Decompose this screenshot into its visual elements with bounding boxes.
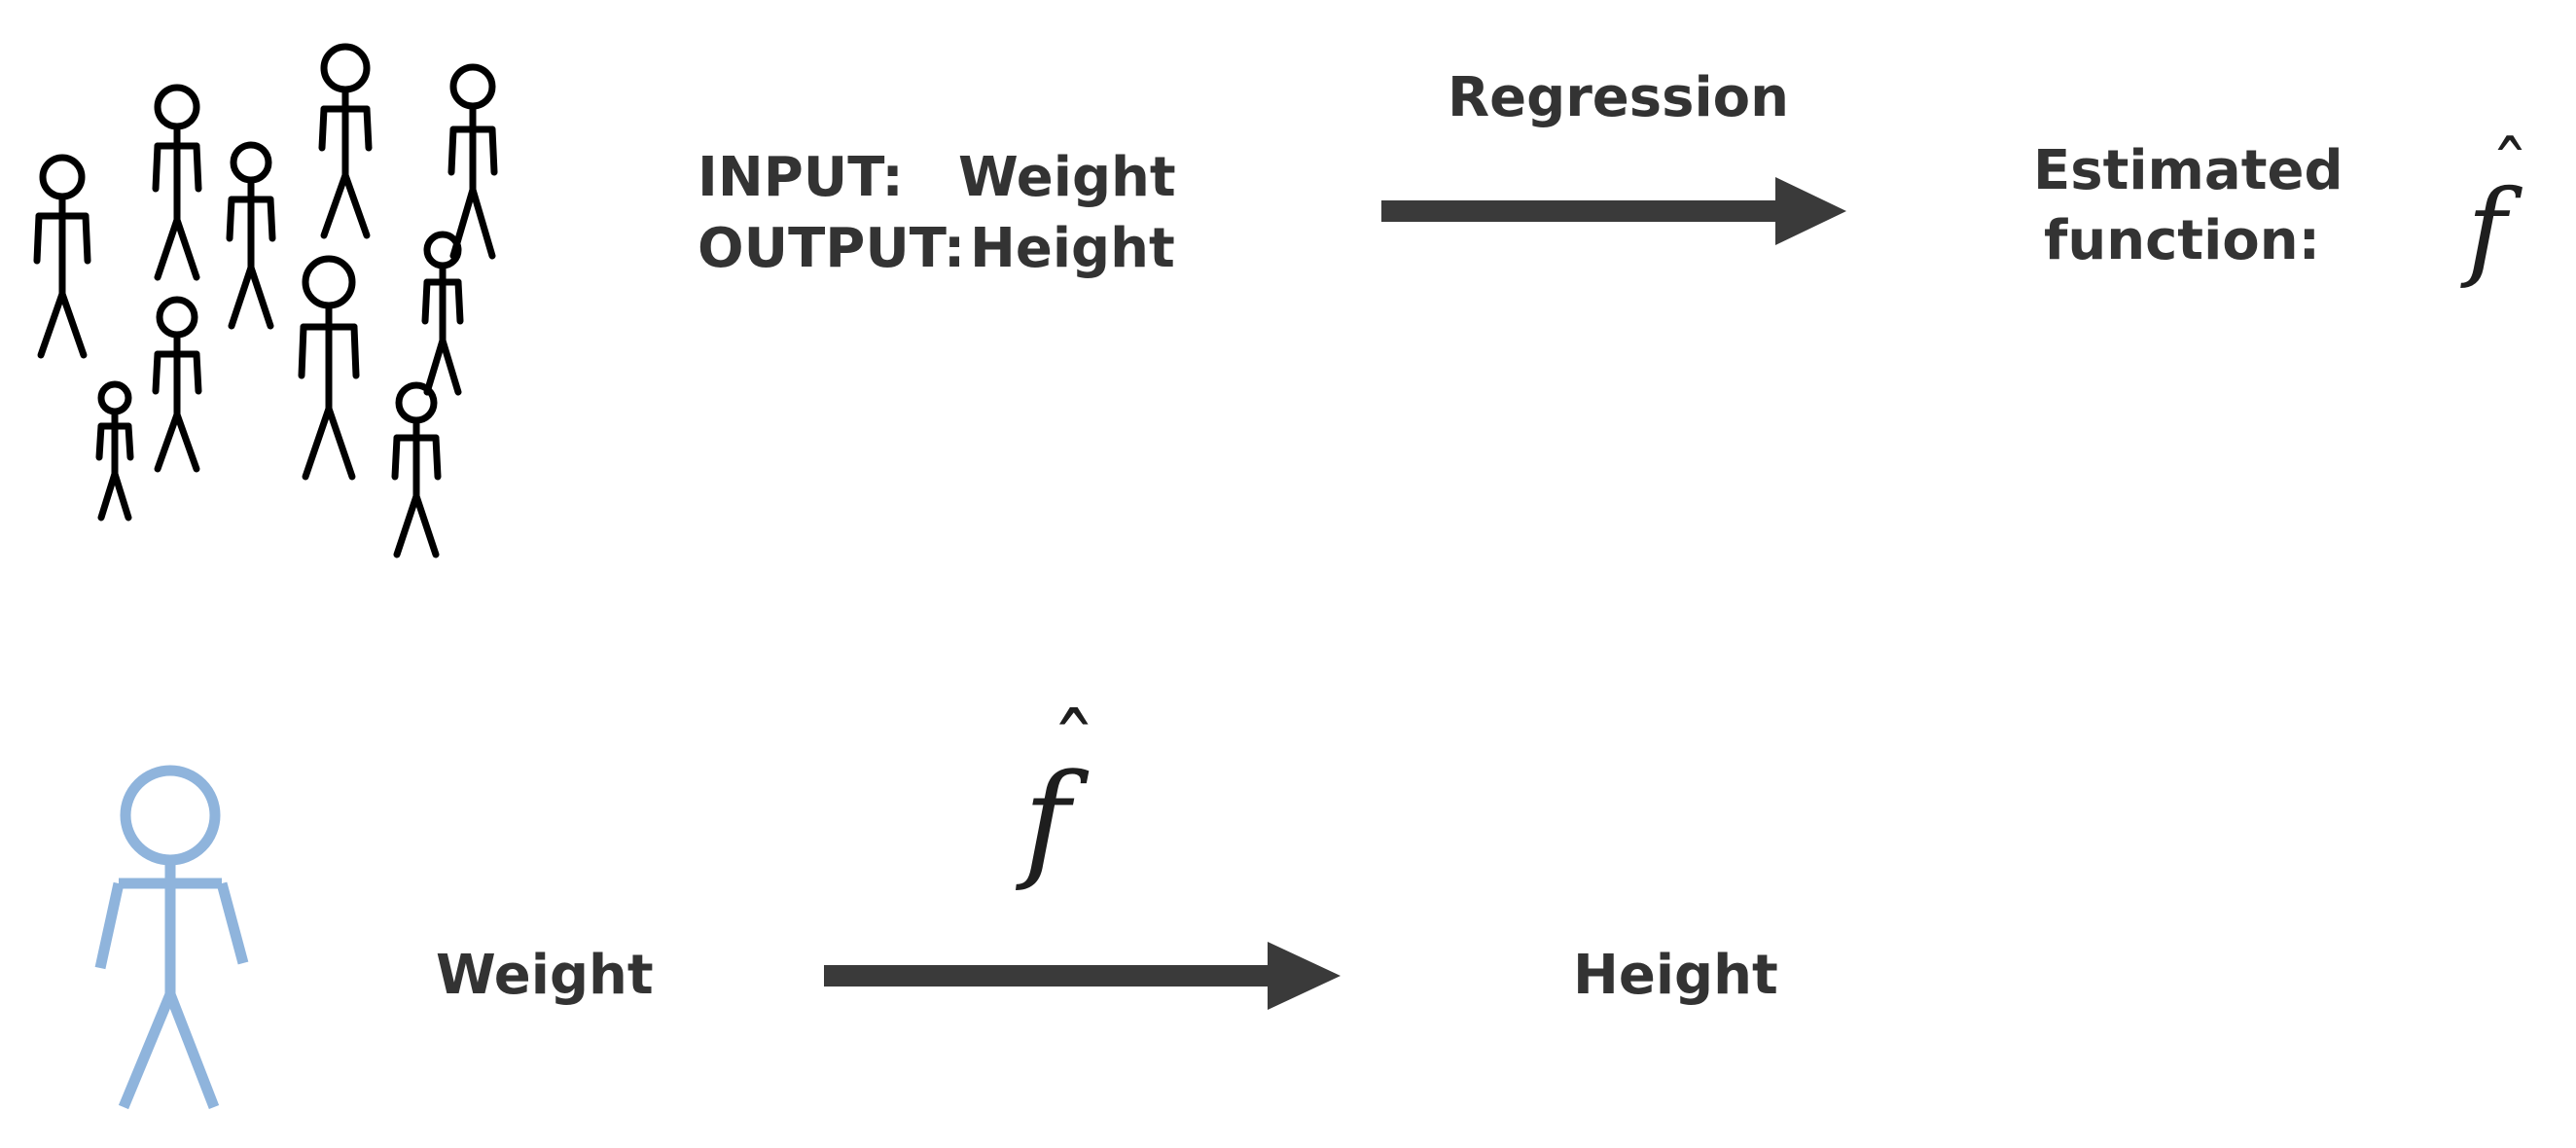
stick-figure-icon xyxy=(421,231,464,396)
stick-figure-icon xyxy=(391,381,442,558)
input-value: Weight xyxy=(958,146,1176,209)
f-hat-symbol-bottom: ˆ f xyxy=(1023,697,1097,894)
stick-figure-icon xyxy=(298,255,360,481)
regression-arrow xyxy=(1381,177,1846,245)
stick-figure-icon xyxy=(318,43,373,239)
output-value: Height xyxy=(970,217,1175,280)
weight-label: Weight xyxy=(436,944,654,1007)
stick-figure-single-icon xyxy=(94,765,249,1110)
input-label: INPUT: xyxy=(698,146,904,209)
stick-figure-icon xyxy=(226,141,276,330)
f-hat-symbol-top: ˆ f xyxy=(2467,126,2529,291)
regression-label: Regression xyxy=(1448,66,1789,129)
stick-figure-icon xyxy=(447,63,498,260)
prediction-arrow xyxy=(824,942,1341,1010)
stick-figure-icon xyxy=(152,296,202,473)
stick-figure-icon xyxy=(33,154,91,359)
height-label: Height xyxy=(1573,944,1778,1007)
stick-figure-icon xyxy=(95,380,134,521)
output-label: OUTPUT: xyxy=(698,217,966,280)
estimated-label-line1: Estimated xyxy=(2033,139,2343,202)
stick-figure-icon xyxy=(152,84,202,281)
estimated-label-line2: function: xyxy=(2044,209,2320,272)
